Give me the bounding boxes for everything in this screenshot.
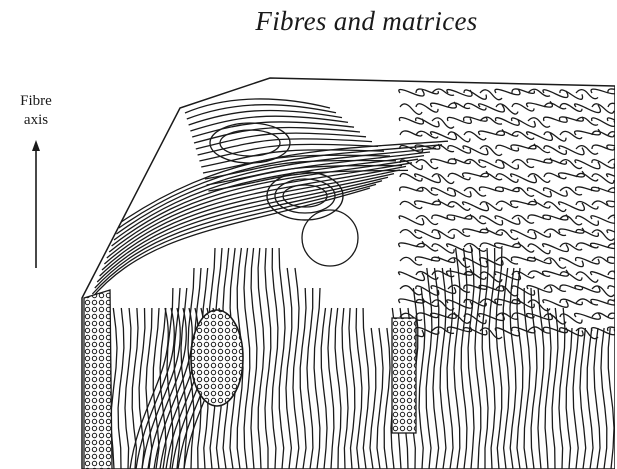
- fibre-axis-arrow-icon: [26, 140, 46, 270]
- fibre-axis-label: Fibre axis: [8, 92, 64, 130]
- fibre-axis-label-line2: axis: [8, 111, 64, 130]
- fibre-cross-section-center: [191, 310, 243, 406]
- fibre-cross-section-right: [392, 318, 416, 433]
- page-title: Fibres and matrices: [0, 6, 617, 37]
- fibre-cross-section-left: [84, 290, 112, 469]
- fibre-structure-illustration: [70, 68, 615, 469]
- fibre-axis-label-line1: Fibre: [8, 92, 64, 111]
